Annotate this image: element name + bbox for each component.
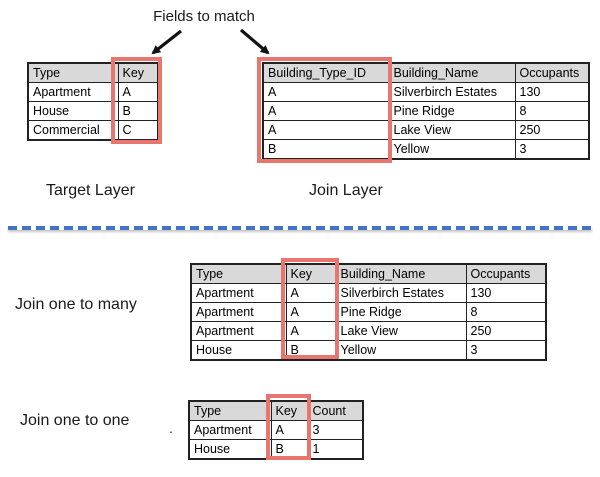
join-one-to-many-label: Join one to many (15, 296, 137, 313)
fields-to-match-label: Fields to match (153, 8, 255, 25)
target-layer-label: Target Layer (46, 182, 135, 199)
cell: A (262, 101, 390, 121)
column-header: Key (270, 400, 309, 421)
cell: House (188, 439, 272, 460)
cell: Pine Ridge (335, 302, 467, 322)
cell: A (117, 82, 159, 102)
cell: 250 (514, 120, 590, 140)
column-header: Type (190, 263, 287, 284)
cell: 8 (514, 101, 590, 121)
join-one-to-one-label: Join one to one (20, 412, 130, 429)
dashed-divider (8, 226, 592, 230)
cell: 8 (465, 302, 547, 322)
cell: Pine Ridge (388, 101, 516, 121)
cell: 130 (465, 283, 547, 303)
join-layer-label: Join Layer (309, 182, 383, 199)
cell: 3 (514, 139, 590, 160)
cell: Commercial (27, 120, 119, 141)
column-header: Occupants (514, 62, 590, 83)
cell: Yellow (388, 139, 516, 160)
cell: Apartment (190, 302, 287, 322)
column-header: Occupants (465, 263, 547, 284)
cell: Apartment (27, 82, 119, 102)
stray-dot: . (169, 420, 173, 436)
cell: B (285, 340, 337, 361)
arrow-to-target-key-icon (151, 29, 182, 55)
cell: B (117, 101, 159, 121)
cell: 3 (465, 340, 547, 361)
cell: A (262, 120, 390, 140)
column-header: Building_Type_ID (262, 62, 390, 83)
column-header: Key (117, 62, 159, 83)
cell: 130 (514, 82, 590, 102)
cell: A (285, 302, 337, 322)
cell: Apartment (188, 420, 272, 440)
cell: Silverbirch Estates (388, 82, 516, 102)
cell: Apartment (190, 321, 287, 341)
column-header: Type (188, 400, 272, 421)
cell: C (117, 120, 159, 141)
cell: House (27, 101, 119, 121)
cell: 3 (307, 420, 364, 440)
column-header: Building_Name (335, 263, 467, 284)
annotation-arrows (151, 28, 270, 55)
cell: 250 (465, 321, 547, 341)
cell: A (270, 420, 309, 440)
cell: B (270, 439, 309, 460)
cell: A (285, 321, 337, 341)
column-header: Type (27, 62, 119, 83)
column-header: Key (285, 263, 337, 284)
column-header: Count (307, 400, 364, 421)
cell: B (262, 139, 390, 160)
cell: 1 (307, 439, 364, 460)
arrow-to-join-key-icon (239, 28, 270, 55)
cell: Yellow (335, 340, 467, 361)
cell: Lake View (388, 120, 516, 140)
column-header: Building_Name (388, 62, 516, 83)
cell: Lake View (335, 321, 467, 341)
cell: A (285, 283, 337, 303)
cell: A (262, 82, 390, 102)
cell: Apartment (190, 283, 287, 303)
cell: Silverbirch Estates (335, 283, 467, 303)
cell: House (190, 340, 287, 361)
